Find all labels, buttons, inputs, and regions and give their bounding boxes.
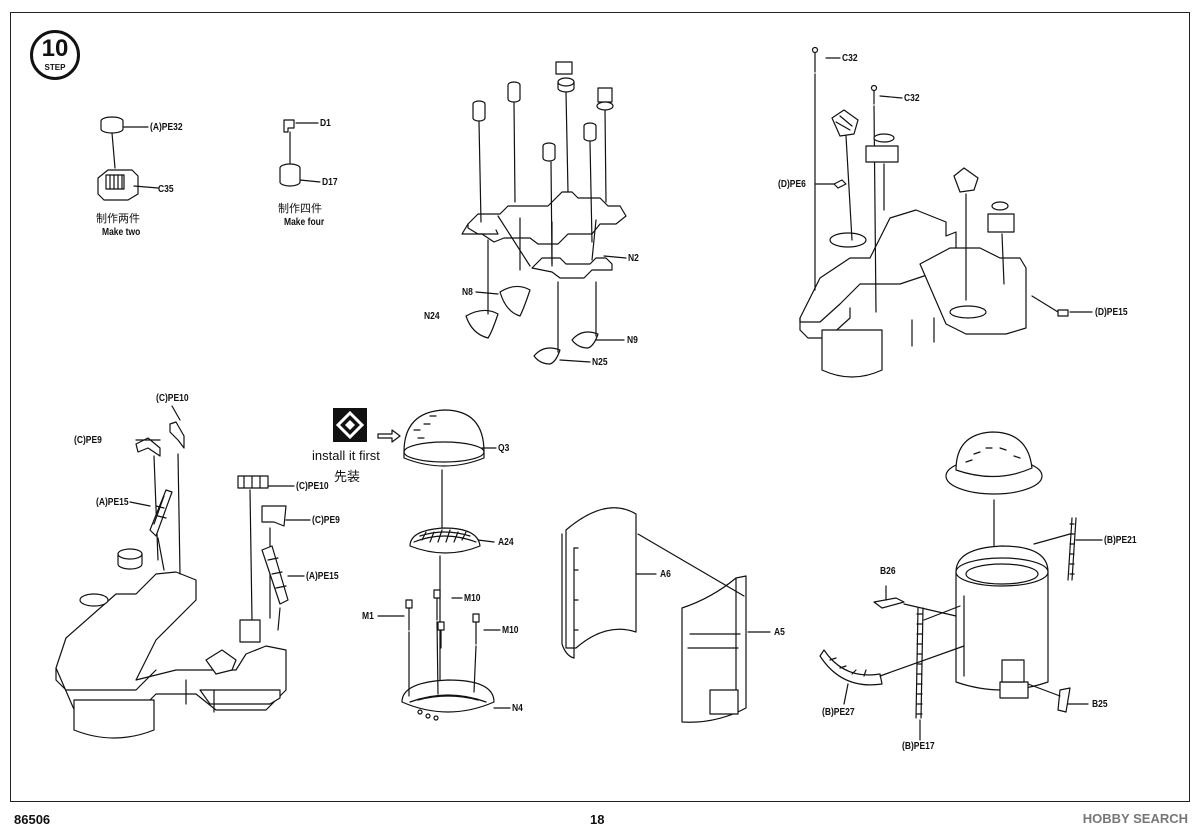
step-word: STEP — [44, 63, 66, 72]
part-label: N4 — [512, 703, 523, 714]
part-label: C32 — [904, 93, 920, 104]
step-badge: 10 STEP — [30, 30, 80, 80]
part-label: (C)PE10 — [296, 481, 329, 492]
install-first-text: install it first — [312, 448, 380, 463]
part-label: Q3 — [498, 443, 510, 454]
part-label: (A)PE15 — [306, 571, 339, 582]
pe32-c35-subassembly — [97, 116, 159, 201]
part-label: N2 — [628, 253, 639, 264]
part-label: M10 — [502, 625, 519, 636]
part-label: N8 — [462, 287, 473, 298]
part-label: (A)PE15 — [96, 497, 129, 508]
part-label: A24 — [498, 537, 514, 548]
install-arrow — [377, 429, 401, 443]
part-label: A5 — [774, 627, 785, 638]
make-two-en: Make two — [102, 227, 141, 238]
part-label: (B)PE27 — [822, 707, 855, 718]
director-assembly — [377, 409, 511, 721]
part-label: (C)PE9 — [74, 435, 102, 446]
part-label: B26 — [880, 566, 896, 577]
bridge-upper-assembly — [799, 46, 1093, 378]
part-label: C35 — [158, 184, 174, 195]
part-label: D17 — [322, 177, 338, 188]
product-code: 86506 — [14, 812, 51, 827]
part-label: (B)PE21 — [1104, 535, 1137, 546]
make-two-cn: 制作两件 — [96, 212, 140, 225]
make-four-cn: 制作四件 — [278, 202, 322, 215]
part-label: M10 — [464, 593, 481, 604]
watermark: HOBBY SEARCH — [1082, 811, 1188, 826]
funnel-assembly-right — [819, 431, 1103, 741]
part-label: A6 — [660, 569, 671, 580]
install-first-icon — [333, 408, 367, 442]
part-label: N9 — [627, 335, 638, 346]
part-label: M1 — [362, 611, 374, 622]
part-label: C32 — [842, 53, 858, 64]
part-label: B25 — [1092, 699, 1108, 710]
part-label: (C)PE10 — [156, 393, 189, 404]
part-label: (A)PE32 — [150, 122, 183, 133]
step-number: 10 — [41, 35, 69, 62]
part-label: (D)PE15 — [1095, 307, 1128, 318]
page-frame — [10, 12, 1190, 802]
funnel-shell-assembly — [561, 507, 771, 723]
n2-platform-assembly — [461, 61, 627, 365]
part-label: (C)PE9 — [312, 515, 340, 526]
make-four-en: Make four — [284, 217, 325, 228]
d1-d17-subassembly — [279, 119, 321, 187]
part-label: N25 — [592, 357, 608, 368]
part-label: (B)PE17 — [902, 741, 935, 752]
part-label: D1 — [320, 118, 331, 129]
install-first-text-cn: 先装 — [334, 470, 361, 485]
page-number: 18 — [590, 812, 605, 827]
part-label: N24 — [424, 311, 440, 322]
part-label: (D)PE6 — [778, 179, 806, 190]
bridge-lower-left-assembly — [55, 405, 311, 739]
